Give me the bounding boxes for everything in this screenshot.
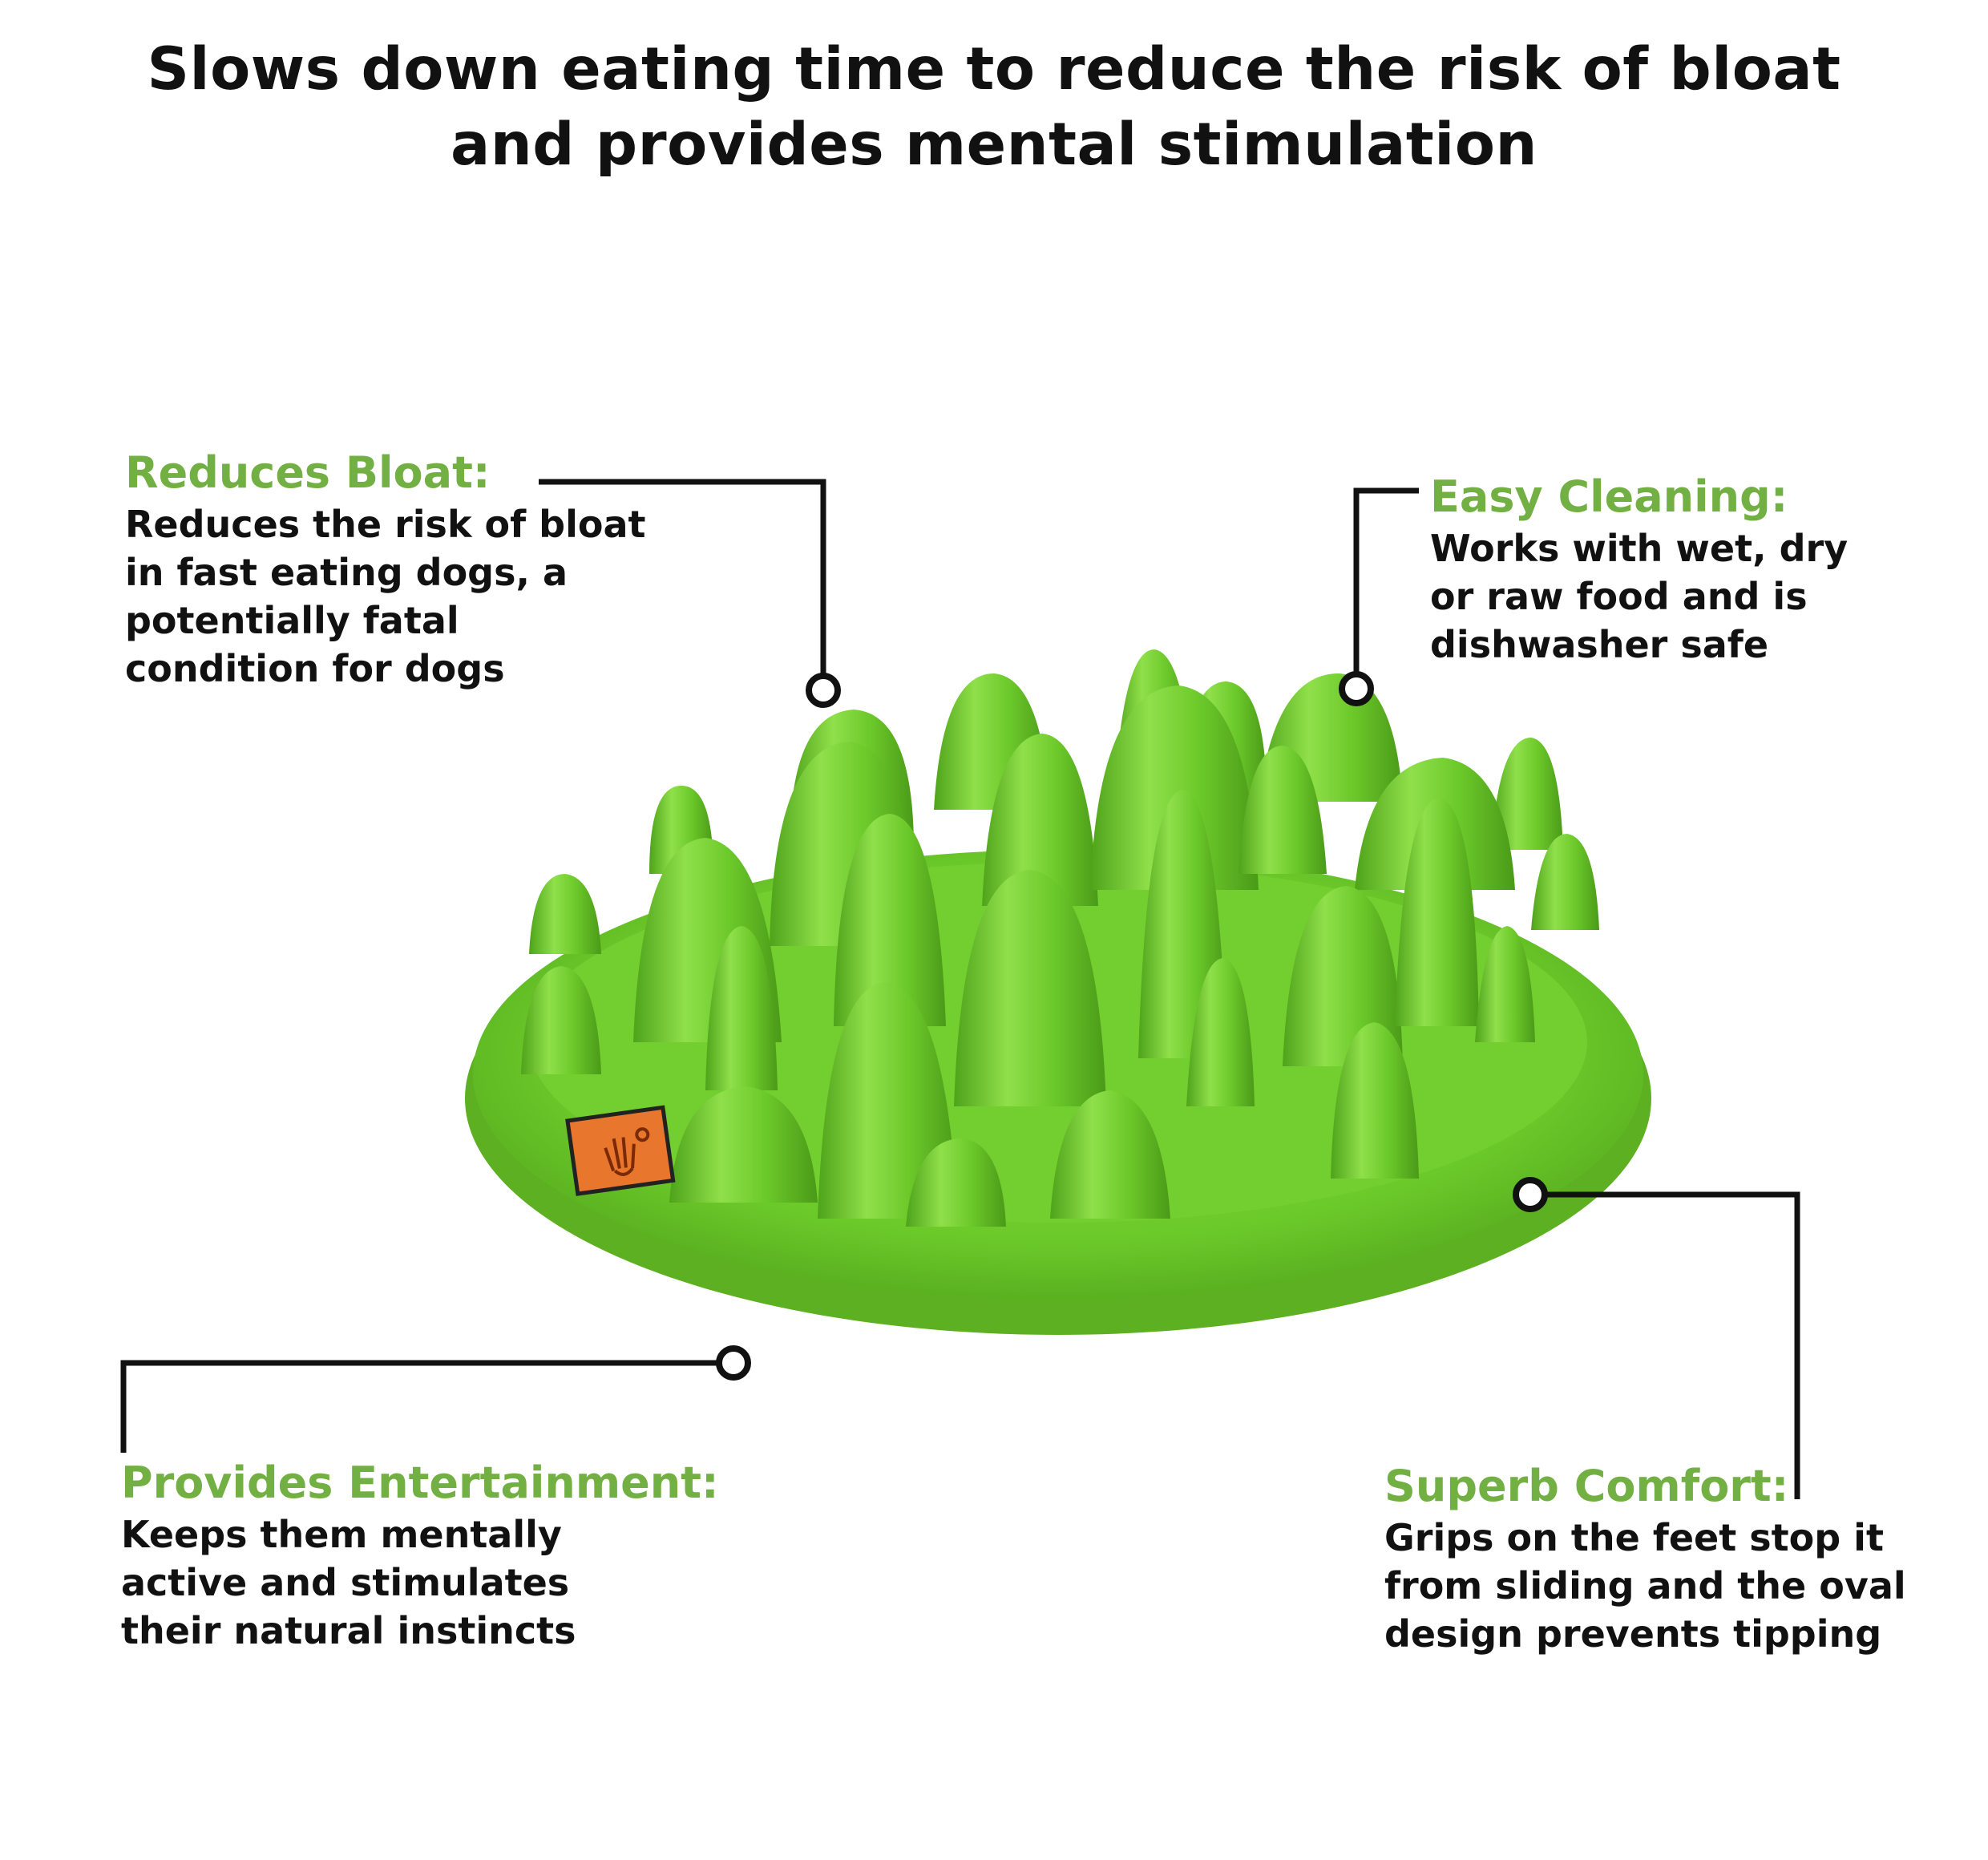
spike [818,982,958,1219]
spikes-front-row [521,790,1535,1106]
feature-description-line: in fast eating dogs, a [125,551,568,594]
feature-description-line: active and stimulates [121,1561,570,1604]
spike [1050,1090,1170,1219]
spike [1186,958,1255,1106]
callout-dot-bloat [806,673,841,708]
spikes-foremost-row [669,982,1419,1227]
leader-lines [120,479,1800,1499]
feature-description-line: from sliding and the oval [1384,1564,1906,1607]
headline-line-2: and provides mental stimulation [451,111,1537,179]
feature-description-line: Keeps them mentally [121,1513,562,1556]
leader-line-entertainment [120,1360,731,1453]
spike [1475,926,1535,1042]
headline: Slows down eating time to reduce the ris… [0,32,1988,183]
feature-provides-entertainment: Provides Entertainment: Keeps them menta… [121,1458,719,1655]
feature-title: Superb Comfort: [1384,1461,1789,1511]
spike [669,1086,818,1203]
brand-tag [565,1105,676,1196]
feature-description-line: or raw food and is [1430,575,1808,618]
headline-line-1: Slows down eating time to reduce the ris… [147,35,1841,103]
spike [1531,834,1599,930]
feature-superb-comfort: Superb Comfort: Grips on the feet stop i… [1384,1461,1906,1658]
spike [1238,746,1327,874]
feature-description-line: Reduces the risk of bloat [125,503,646,546]
feature-description: Works with wet, dry or raw food and is d… [1430,524,1848,669]
spike [834,814,946,1026]
callout-dot-comfort [1513,1177,1548,1212]
callout-dot-entertainment [716,1345,751,1381]
feature-description-line: their natural instincts [121,1609,576,1652]
spike [1283,886,1403,1066]
spike [705,926,778,1090]
feature-description-line: condition for dogs [125,647,505,690]
spike [1491,738,1563,850]
leader-line-comfort [1533,1191,1800,1499]
spikes-middle-row [529,685,1599,954]
feature-description-line: Grips on the feet stop it [1384,1516,1884,1559]
leader-line-bloat [539,479,826,688]
feature-description-line: Works with wet, dry [1430,527,1849,570]
feature-description-line: dishwasher safe [1430,623,1769,666]
feature-title: Easy Cleaning: [1430,471,1788,522]
spike [529,874,601,954]
spike [1395,798,1479,1026]
spike [954,870,1106,1106]
spike [1331,1022,1419,1179]
hand-logo-icon [604,1137,636,1176]
feature-description: Grips on the feet stop it from sliding a… [1384,1514,1906,1658]
spike [1090,685,1259,890]
feature-description-line: potentially fatal [125,599,459,642]
feature-reduces-bloat: Reduces Bloat: Reduces the risk of bloat… [125,447,646,693]
feature-description-line: design prevents tipping [1384,1612,1882,1656]
feature-description: Reduces the risk of bloat in fast eating… [125,500,646,693]
feature-easy-cleaning: Easy Cleaning: Works with wet, dry or ra… [1430,471,1848,669]
spike [982,734,1098,906]
leader-line-cleaning [1353,487,1419,685]
callout-dot-cleaning [1339,671,1374,706]
spike [521,966,601,1074]
feature-title: Provides Entertainment: [121,1458,719,1508]
spike [906,1138,1006,1227]
feature-description: Keeps them mentally active and stimulate… [121,1510,719,1655]
feature-title: Reduces Bloat: [125,447,491,498]
feeder-bowl [465,649,1651,1335]
